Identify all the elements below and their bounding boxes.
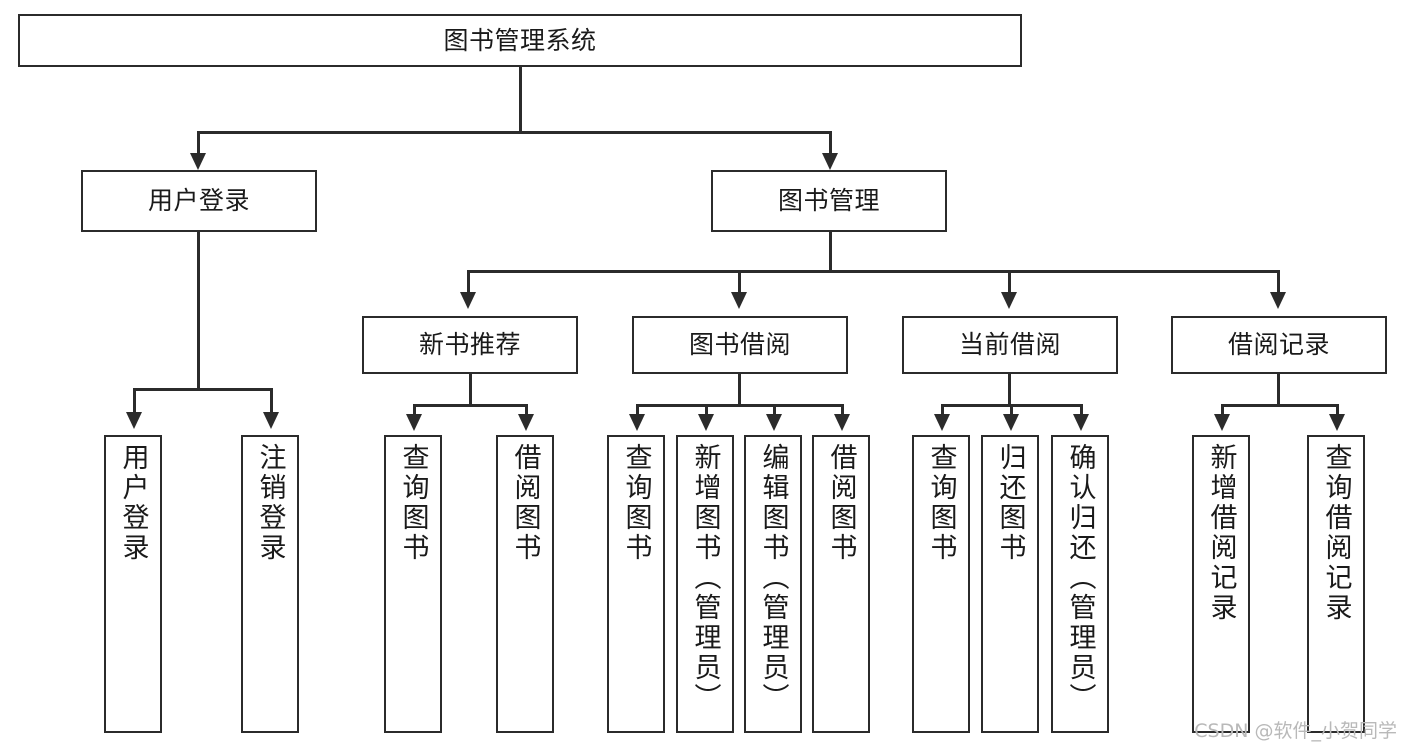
connector-root-bus [197,131,832,134]
arrowhead-to-user-login [190,153,206,170]
leaf-current-borrow-confirm-return-admin[interactable]: 确认归还（管理员） [1051,435,1109,733]
leaf-book-borrow-edit-book-admin[interactable]: 编辑图书（管理员） [744,435,802,733]
connector-new-book-bus [413,404,528,407]
node-root-book-management-system[interactable]: 图书管理系统 [18,14,1022,67]
leaf-book-borrow-add-book-admin[interactable]: 新增图书（管理员） [676,435,734,733]
node-book-management[interactable]: 图书管理 [711,170,947,232]
arrowhead-new-book-leaf-2 [518,414,534,431]
node-label: 新增借阅记录 [1205,443,1237,623]
node-label: 查询图书 [397,443,429,563]
node-label: 图书管理系统 [443,25,597,55]
connector-book-borrow-drop-2 [705,404,708,417]
leaf-user-login-logout[interactable]: 注销登录 [241,435,299,733]
node-label: 查询图书 [925,443,957,563]
arrowhead-borrow-record-leaf-1 [1214,414,1230,431]
leaf-new-book-query-book[interactable]: 查询图书 [384,435,442,733]
arrowhead-user-login-leaf-1 [126,412,142,429]
connector-user-login-stem [197,232,200,390]
node-new-book-recommend[interactable]: 新书推荐 [362,316,578,374]
node-label: 借阅图书 [825,443,857,563]
connector-root-drop-1 [197,131,200,157]
leaf-current-borrow-return-book[interactable]: 归还图书 [981,435,1039,733]
node-user-login[interactable]: 用户登录 [81,170,317,232]
connector-borrow-record-drop-2 [1336,404,1339,417]
node-label: 归还图书 [994,443,1026,563]
node-label: 借阅图书 [509,443,541,563]
leaf-borrow-record-query-record[interactable]: 查询借阅记录 [1307,435,1365,733]
csdn-watermark: CSDN @软件_小贺同学 [1194,720,1397,742]
connector-current-borrow-stem [1008,374,1011,406]
connector-new-book-drop-2 [525,404,528,417]
leaf-borrow-record-add-record[interactable]: 新增借阅记录 [1192,435,1250,733]
arrowhead-to-book-management [822,153,838,170]
connector-root-drop-2 [829,131,832,157]
arrowhead-to-current-borrow [1001,292,1017,309]
connector-book-borrow-drop-3 [773,404,776,417]
arrowhead-current-borrow-leaf-3 [1073,414,1089,431]
node-label: 确认归还（管理员） [1064,443,1096,713]
connector-borrow-record-bus [1221,404,1339,407]
connector-borrow-record-stem [1277,374,1280,406]
connector-current-borrow-drop-1 [941,404,944,417]
node-label: 注销登录 [254,443,286,563]
arrowhead-user-login-leaf-2 [263,412,279,429]
node-book-borrow[interactable]: 图书借阅 [632,316,848,374]
connector-book-borrow-bus [636,404,844,407]
connector-book-management-stem [829,232,832,272]
leaf-new-book-borrow-book[interactable]: 借阅图书 [496,435,554,733]
node-label: 新书推荐 [418,330,521,359]
connector-user-login-bus [133,388,273,391]
arrowhead-to-borrow-record [1270,292,1286,309]
connector-book-borrow-stem [738,374,741,406]
node-label: 当前借阅 [958,330,1061,359]
arrowhead-book-borrow-leaf-3 [766,414,782,431]
node-current-borrow[interactable]: 当前借阅 [902,316,1118,374]
leaf-user-login-user-login[interactable]: 用户登录 [104,435,162,733]
connector-user-login-drop-2 [270,388,273,415]
node-label: 图书管理 [777,186,880,215]
node-label: 用户登录 [147,186,250,215]
arrowhead-book-borrow-leaf-4 [834,414,850,431]
leaf-current-borrow-query-book[interactable]: 查询图书 [912,435,970,733]
connector-new-book-drop-1 [413,404,416,417]
connector-borrow-record-drop-1 [1221,404,1224,417]
connector-book-borrow-drop-4 [841,404,844,417]
connector-level3-drop-1 [467,270,470,295]
arrowhead-new-book-leaf-1 [406,414,422,431]
arrowhead-borrow-record-leaf-2 [1329,414,1345,431]
arrowhead-current-borrow-leaf-1 [934,414,950,431]
connector-current-borrow-drop-2 [1010,404,1013,417]
node-borrow-record[interactable]: 借阅记录 [1171,316,1387,374]
node-label: 查询借阅记录 [1320,443,1352,623]
connector-level3-drop-4 [1277,270,1280,295]
node-label: 查询图书 [620,443,652,563]
connector-new-book-stem [469,374,472,406]
leaf-book-borrow-query-book[interactable]: 查询图书 [607,435,665,733]
connector-current-borrow-drop-3 [1080,404,1083,417]
connector-level3-drop-2 [738,270,741,295]
arrowhead-to-book-borrow [731,292,747,309]
node-label: 用户登录 [117,443,149,563]
node-label: 图书借阅 [688,330,791,359]
node-label: 借阅记录 [1227,330,1330,359]
connector-level3-drop-3 [1008,270,1011,295]
arrowhead-to-new-book-recommend [460,292,476,309]
node-label: 编辑图书（管理员） [757,443,789,713]
arrowhead-book-borrow-leaf-2 [698,414,714,431]
connector-book-borrow-drop-1 [636,404,639,417]
connector-user-login-drop-1 [133,388,136,415]
arrowhead-current-borrow-leaf-2 [1003,414,1019,431]
connector-root-stem [519,67,522,133]
connector-level3-bus [467,270,1279,273]
arrowhead-book-borrow-leaf-1 [629,414,645,431]
leaf-book-borrow-borrow-book[interactable]: 借阅图书 [812,435,870,733]
node-label: 新增图书（管理员） [689,443,721,713]
